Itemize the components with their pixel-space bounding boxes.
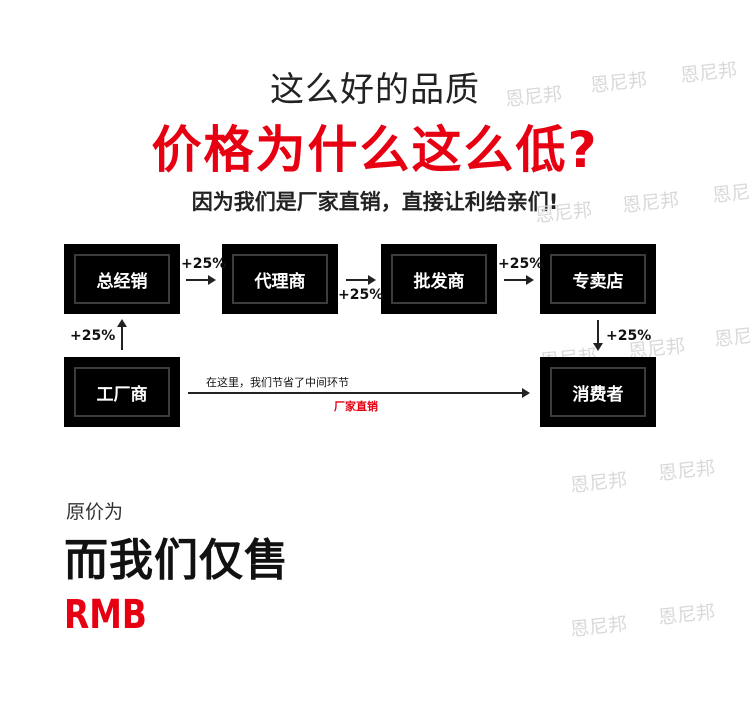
node-wholesaler: 批发商: [381, 244, 497, 314]
watermark: 恩尼邦: [711, 179, 750, 207]
direct-label: 厂家直销: [334, 400, 378, 413]
arrow-right-icon: [346, 275, 376, 285]
original-price-label: 原价为: [66, 501, 124, 523]
markup-general-to-agent: +25%: [181, 256, 227, 272]
headline-why-low-price: 价格为什么这么低?: [151, 121, 599, 179]
currency-label: RMB: [64, 592, 147, 638]
headline-quality: 这么好的品质: [270, 70, 480, 110]
markup-agent-to-wholesaler: +25%: [338, 287, 384, 303]
node-general-agent: 总经销: [64, 244, 180, 314]
markup-wholesaler-to-store: +25%: [498, 256, 544, 272]
arrow-down-icon: [593, 320, 603, 351]
markup-factory-to-general: +25%: [70, 328, 116, 344]
node-factory: 工厂商: [64, 357, 180, 427]
watermark: 恩尼邦: [657, 601, 717, 629]
direct-note: 在这里，我们节省了中间环节: [206, 376, 349, 389]
watermark: 恩尼邦: [713, 323, 750, 351]
node-agent: 代理商: [222, 244, 338, 314]
markup-store-to-consumer: +25%: [606, 328, 652, 344]
watermark: 恩尼邦: [569, 613, 629, 641]
watermark: 恩尼邦: [534, 199, 594, 227]
arrow-right-icon: [504, 275, 534, 285]
node-consumer: 消费者: [540, 357, 656, 427]
node-store: 专卖店: [540, 244, 656, 314]
headline-factory-direct: 因为我们是厂家直销，直接让利给亲们!: [191, 190, 559, 214]
watermark: 恩尼邦: [657, 457, 717, 485]
direct-arrow-icon: [188, 388, 530, 398]
watermark: 恩尼邦: [569, 469, 629, 497]
our-price-label: 而我们仅售: [64, 535, 289, 586]
arrow-right-icon: [186, 275, 216, 285]
arrow-up-icon: [117, 319, 127, 350]
